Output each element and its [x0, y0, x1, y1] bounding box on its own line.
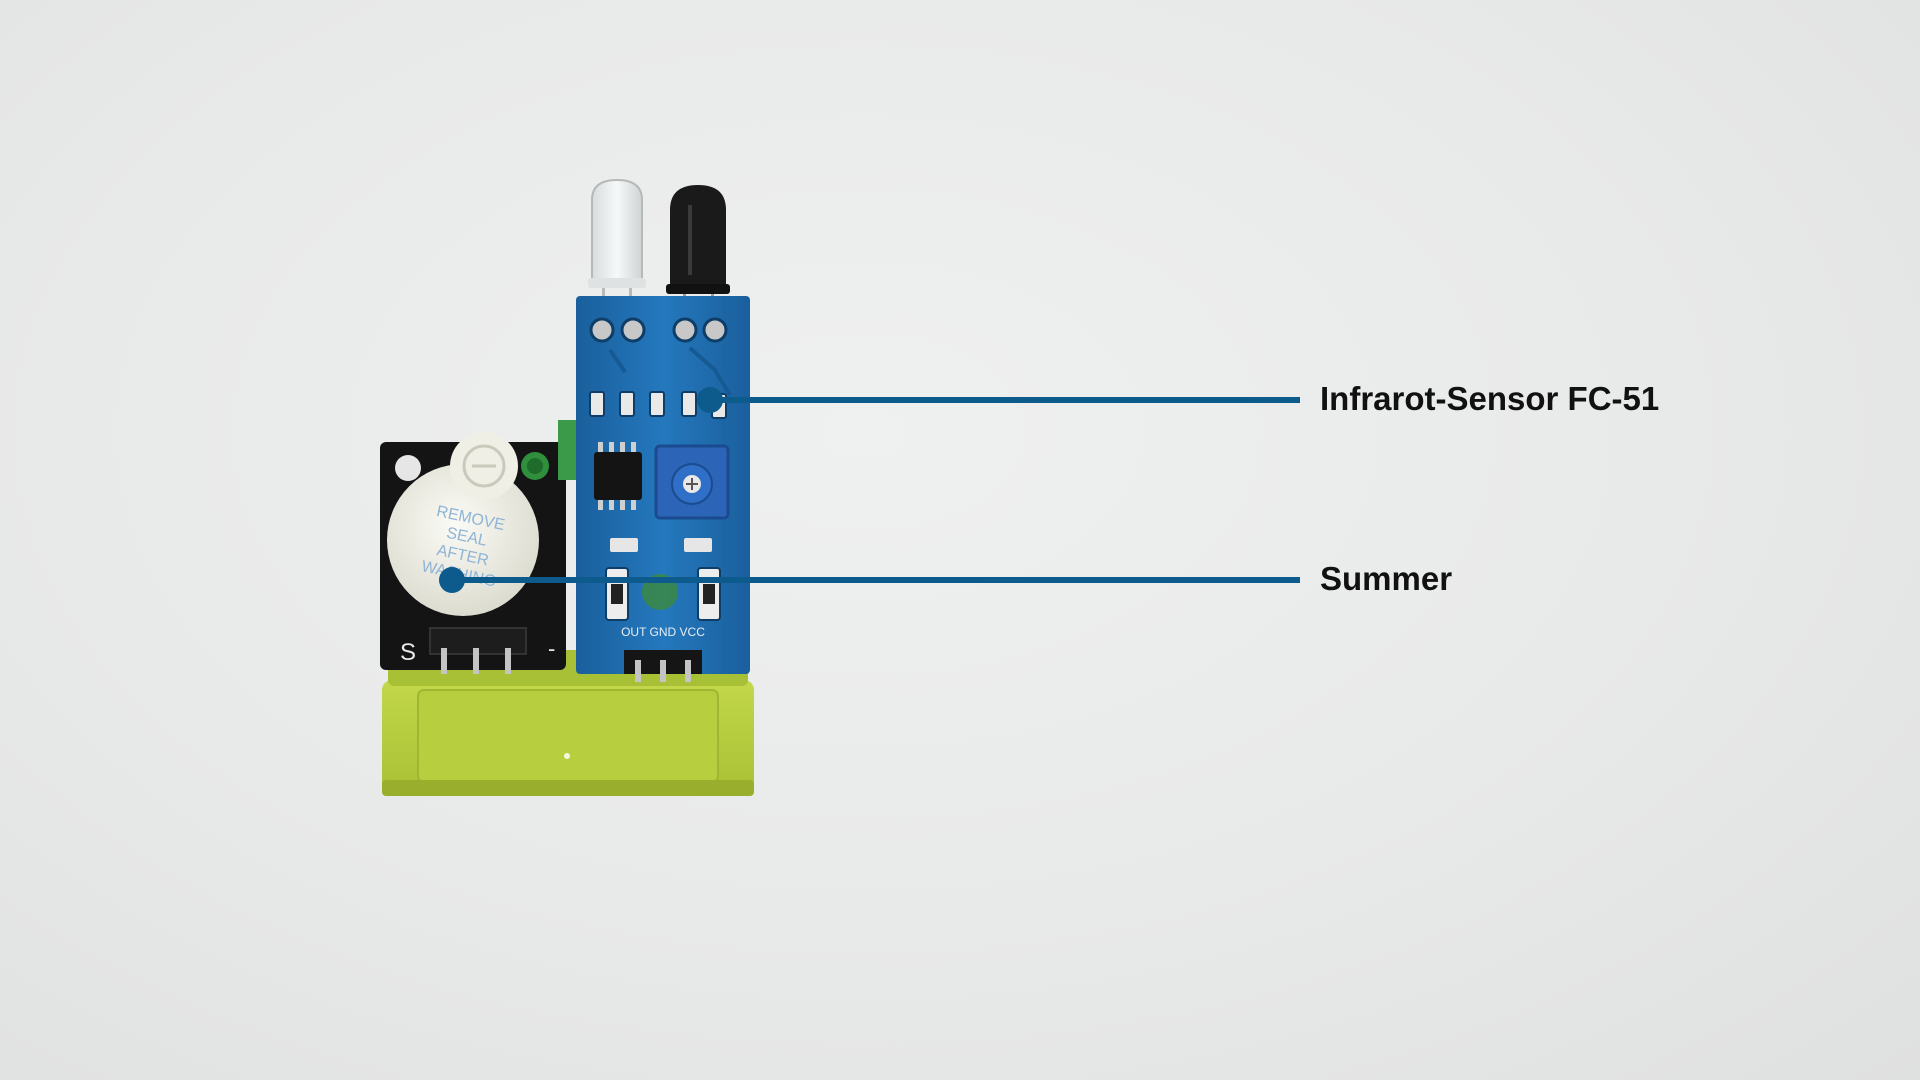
buzzer-module: REMOVE SEAL AFTER WASHING S - [380, 420, 578, 674]
callout-dot-buzzer [439, 567, 465, 593]
callout-dot-ir-sensor [697, 387, 723, 413]
buzzer-pin-label-minus: - [548, 636, 555, 661]
ir-sensor-pcb: OUT GND VCC [576, 296, 750, 682]
buzzer-pin-label-s: S [400, 639, 416, 666]
callout-label-buzzer: Summer [1320, 560, 1453, 597]
callout-line-ir-sensor [710, 397, 1300, 403]
callout-line-buzzer [452, 577, 1300, 583]
ir-emitter-led [588, 178, 646, 324]
callout-label-ir-sensor: Infrarot-Sensor FC-51 [1320, 380, 1660, 417]
sensor-pin-labels: OUT GND VCC [621, 625, 705, 639]
